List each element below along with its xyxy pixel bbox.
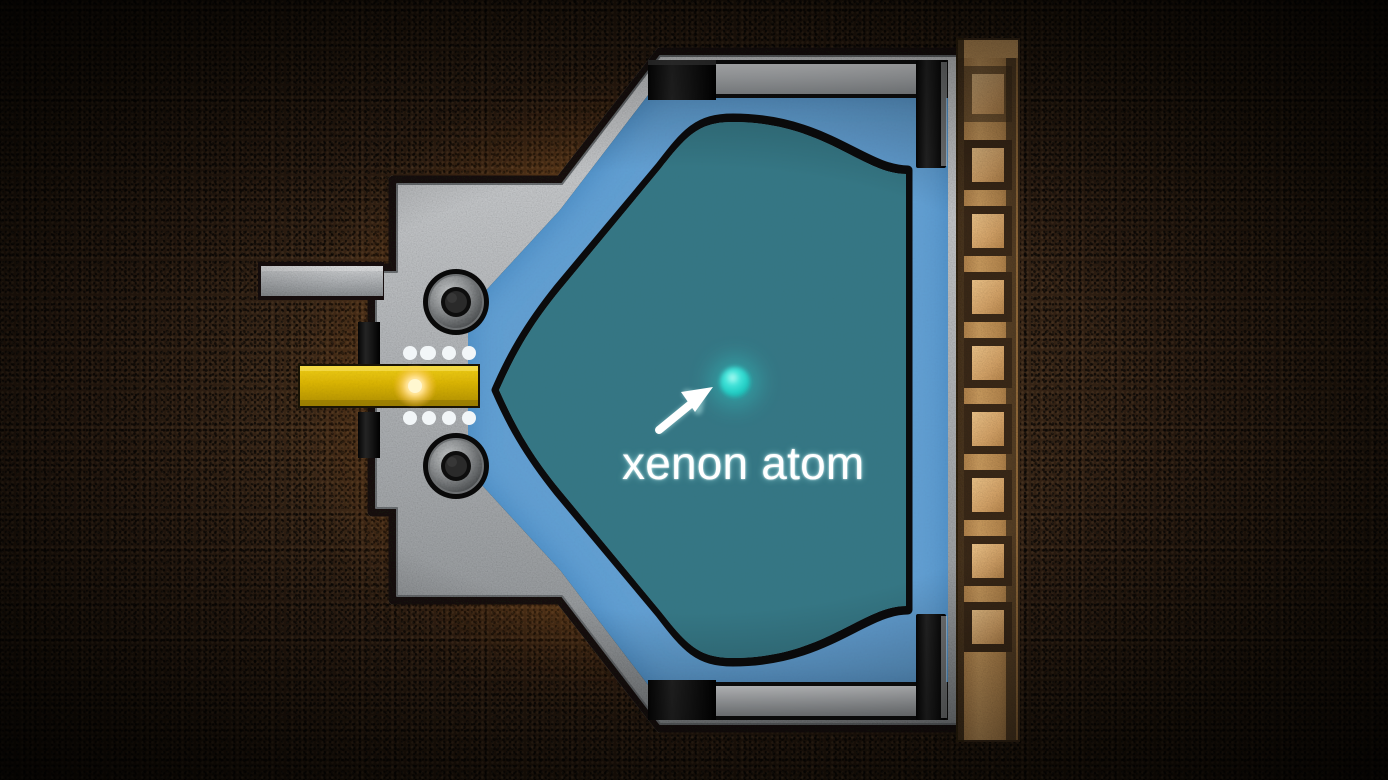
- electrode-bottom: [648, 680, 948, 720]
- grid-cell: [964, 206, 1012, 256]
- grid-cell: [964, 66, 1012, 122]
- magnet-port-upper: [423, 269, 489, 335]
- electrode-top: [648, 60, 948, 100]
- xenon-atom-label: xenon atom: [622, 437, 865, 489]
- electrode-left-lower: [358, 412, 380, 458]
- xenon-atom: [709, 356, 761, 408]
- grid-cell: [964, 536, 1012, 586]
- grid-cell: [964, 602, 1012, 652]
- propellant-inlet-pipe: [258, 262, 384, 300]
- anode-bar: [298, 364, 480, 408]
- grid-cells: [964, 66, 1012, 652]
- grid-cell: [964, 272, 1012, 322]
- grid-cell: [964, 338, 1012, 388]
- accelerator-grid: [956, 38, 1020, 742]
- electrode-top-right: [916, 60, 947, 168]
- magnet-port-lower: [423, 433, 489, 499]
- grid-cell: [964, 404, 1012, 454]
- grid-cell: [964, 140, 1012, 190]
- grid-cell: [964, 470, 1012, 520]
- electrode-left-upper: [358, 322, 380, 368]
- electrode-bottom-right: [916, 614, 947, 720]
